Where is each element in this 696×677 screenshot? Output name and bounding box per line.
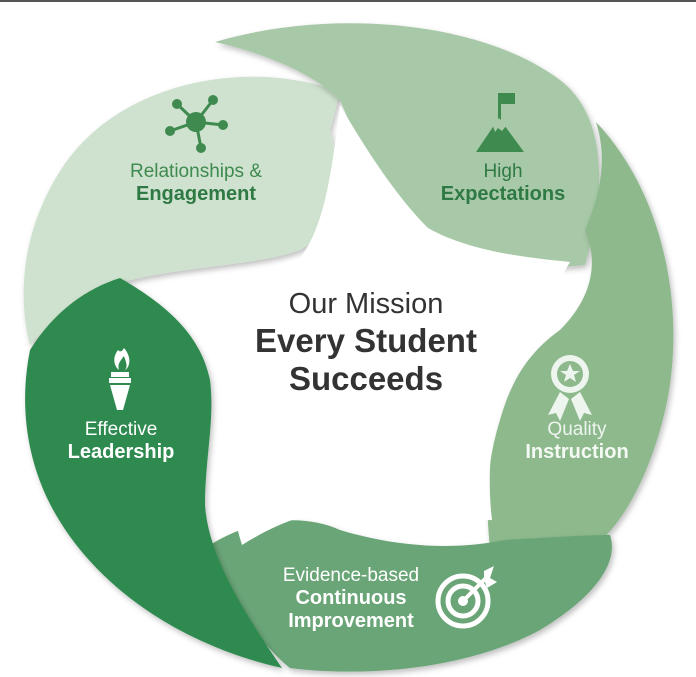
segment-instruction [487,122,674,548]
mission-statement: Our Mission Every Student Succeeds [196,286,536,398]
award-ribbon-icon [548,355,592,421]
segment-improvement [210,520,612,672]
label-relationships-line1: Relationships & [129,161,263,182]
label-improvement: Evidence-based Continuous Improvement [262,565,440,633]
label-instruction: Quality Instruction [502,419,652,464]
segment-leadership [25,278,283,668]
label-expectations-line2: Expectations [440,182,566,205]
target-arrow-icon [435,566,497,629]
label-improvement-line2: Continuous [295,586,407,609]
label-relationships-line2: Engagement [135,182,257,205]
mission-line-2: Succeeds [288,360,444,397]
mountain-flag-icon [476,93,524,152]
mission-title: Our Mission [288,288,444,320]
label-improvement-line3: Improvement [288,609,414,632]
label-expectations: High Expectations [418,161,588,206]
label-leadership-line1: Effective [84,419,158,440]
center-star [170,105,570,545]
label-relationships: Relationships & Engagement [108,161,284,206]
segment-expectations [215,23,600,267]
label-leadership-line2: Leadership [67,440,175,463]
top-border [0,0,696,2]
label-improvement-line1: Evidence-based [282,565,420,586]
label-instruction-line1: Quality [547,419,607,440]
mission-line-1: Every Student [255,322,477,359]
network-nodes-icon [165,95,228,153]
segment-relationships [23,76,340,346]
label-instruction-line2: Instruction [525,440,629,463]
torch-icon [109,348,131,410]
label-expectations-line1: High [483,161,523,182]
label-leadership: Effective Leadership [46,419,196,464]
